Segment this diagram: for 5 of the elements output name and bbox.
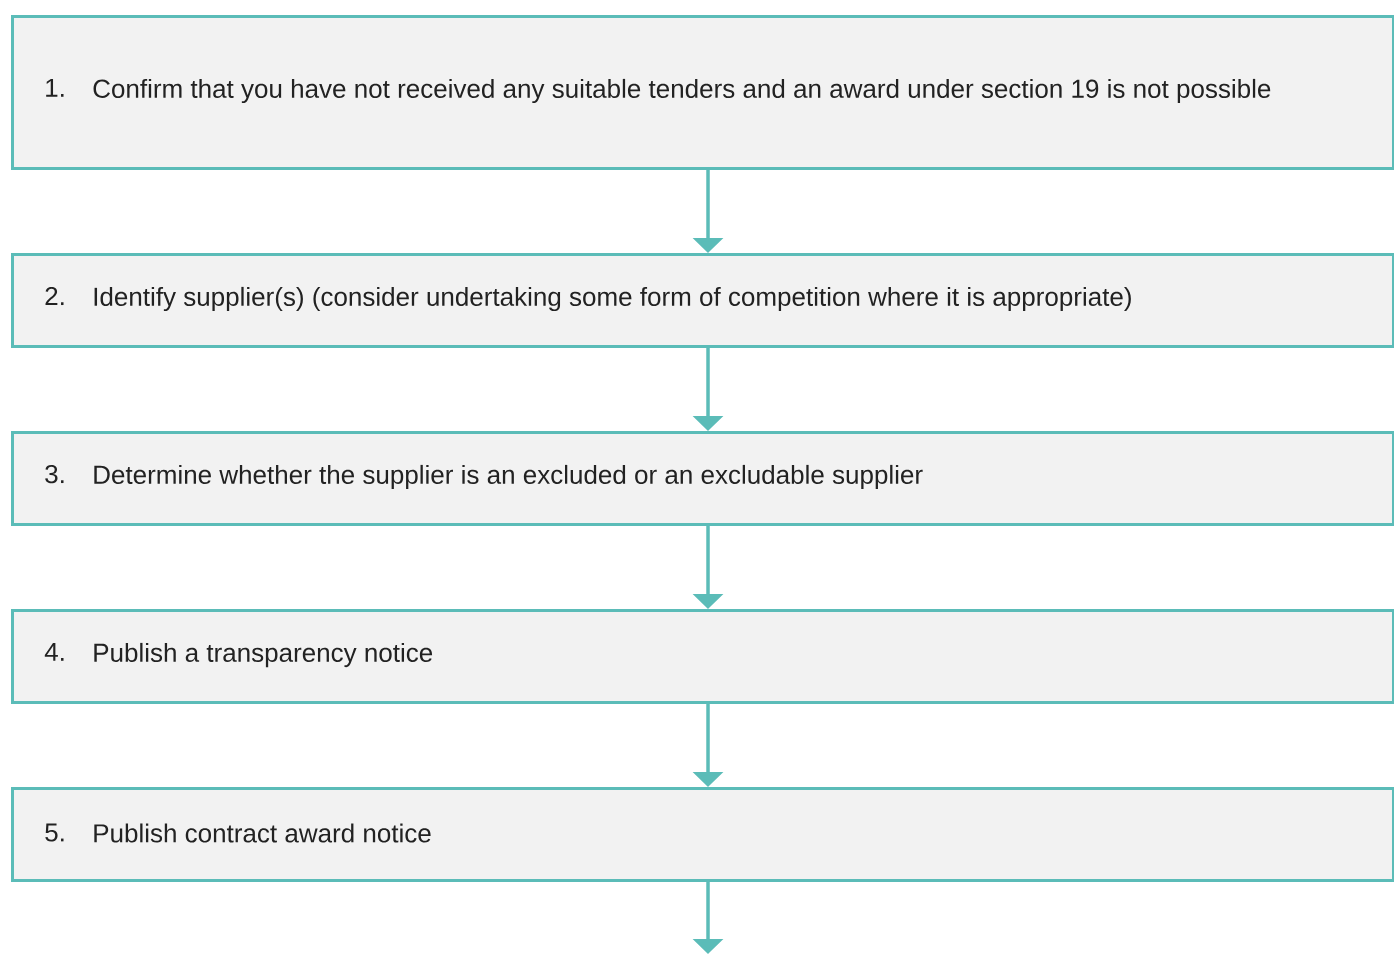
- step-box: 4. Publish a transparency notice: [11, 609, 1394, 704]
- step-box: 5. Publish contract award notice: [11, 787, 1394, 882]
- step-box: 1. Confirm that you have not received any suitable tenders and an award under section 19 is not possible: [11, 15, 1394, 170]
- step-box: 3. Determine whether the supplier is an excluded or an excludable supplier: [11, 431, 1394, 526]
- step-box: 2. Identify supplier(s) (consider undertaking some form of competition where it is appropriate): [11, 253, 1394, 348]
